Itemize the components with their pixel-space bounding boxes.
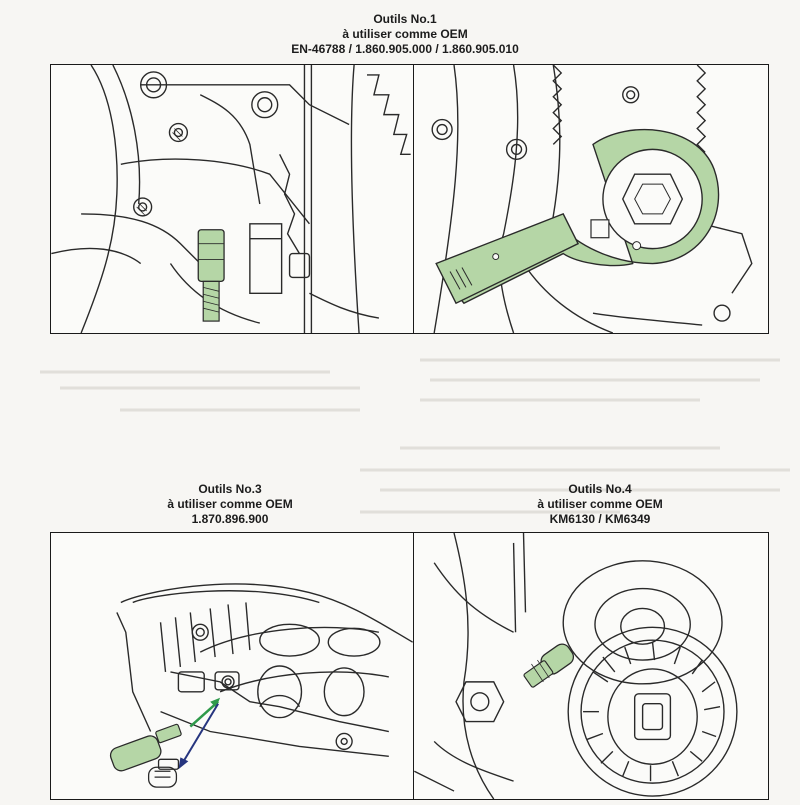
tool1-caption: Outils No.1 à utiliser comme OEM EN-4678… [240, 12, 570, 57]
camshaft-locking-plate-drawing [431, 65, 753, 333]
tool1-panel-right [413, 64, 769, 334]
tool3-refs: 1.870.896.900 [191, 512, 269, 526]
tool3-caption: Outils No.3 à utiliser comme OEM 1.870.8… [110, 482, 350, 527]
crankshaft-pin-tool [523, 643, 575, 688]
camshaft-locking-plate-tool [435, 128, 720, 305]
tool1-panel-left [50, 64, 414, 334]
pulley-pin-drawing [414, 533, 738, 799]
tool1-refs: EN-46788 / 1.860.905.000 / 1.860.905.010 [291, 42, 519, 56]
tool4-caption: Outils No.4 à utiliser comme OEM KM6130 … [480, 482, 720, 527]
tool4-usage: à utiliser comme OEM [537, 497, 663, 511]
timing-pin-tool [109, 723, 182, 772]
tool3-panel [50, 532, 414, 800]
tool1-usage: à utiliser comme OEM [342, 27, 468, 41]
insertion-arrows [178, 697, 221, 770]
tool4-refs: KM6130 / KM6349 [549, 512, 651, 526]
tool1-title: Outils No.1 [373, 12, 437, 26]
tool4-panel [413, 532, 769, 800]
cylinder-head-pin-drawing [109, 583, 413, 788]
plug-bolt [147, 758, 180, 788]
tool4-title: Outils No.4 [568, 482, 632, 496]
locating-pin-tool [197, 229, 225, 322]
engine-block-pin-drawing [51, 65, 411, 333]
tool3-usage: à utiliser comme OEM [167, 497, 293, 511]
tool3-title: Outils No.3 [198, 482, 262, 496]
